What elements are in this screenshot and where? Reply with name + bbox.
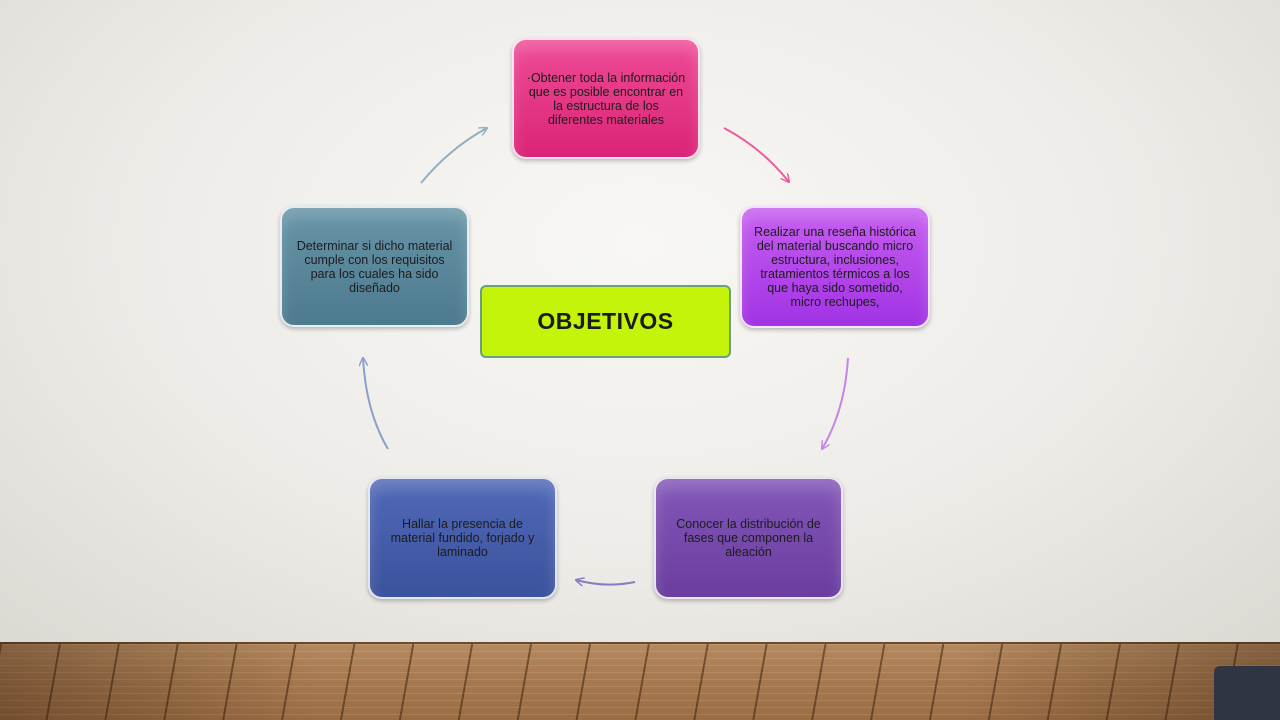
objective-text-1: Obtener toda la información que es posib… [528, 70, 686, 127]
objective-node-3: Conocer la distribución de fases que com… [654, 477, 843, 599]
objective-node-1: ·Obtener toda la información que es posi… [512, 38, 700, 159]
objective-text-2: Realizar una reseña histórica del materi… [754, 225, 916, 309]
arrow-2-to-3 [822, 357, 849, 449]
floor-shading [0, 642, 1280, 720]
arrow-5-to-1 [420, 128, 487, 184]
objective-text-3: Conocer la distribución de fases que com… [676, 517, 821, 559]
center-title: OBJETIVOS [537, 308, 674, 334]
arrow-4-to-5 [363, 358, 389, 450]
arrow-1-to-2 [723, 127, 789, 182]
objective-node-4: Hallar la presencia de material fundido,… [368, 477, 557, 599]
corner-tab [1214, 666, 1280, 720]
objective-node-5: Determinar si dicho material cumple con … [280, 206, 469, 327]
objective-text-4: Hallar la presencia de material fundido,… [390, 517, 535, 559]
bullet-glyph: · [526, 70, 531, 85]
objective-text-5: Determinar si dicho material cumple con … [296, 238, 453, 295]
arrow-3-to-4 [576, 580, 636, 585]
objective-node-2: Realizar una reseña histórica del materi… [740, 206, 930, 328]
wooden-floor [0, 642, 1280, 720]
center-title-box: OBJETIVOS [480, 285, 731, 358]
